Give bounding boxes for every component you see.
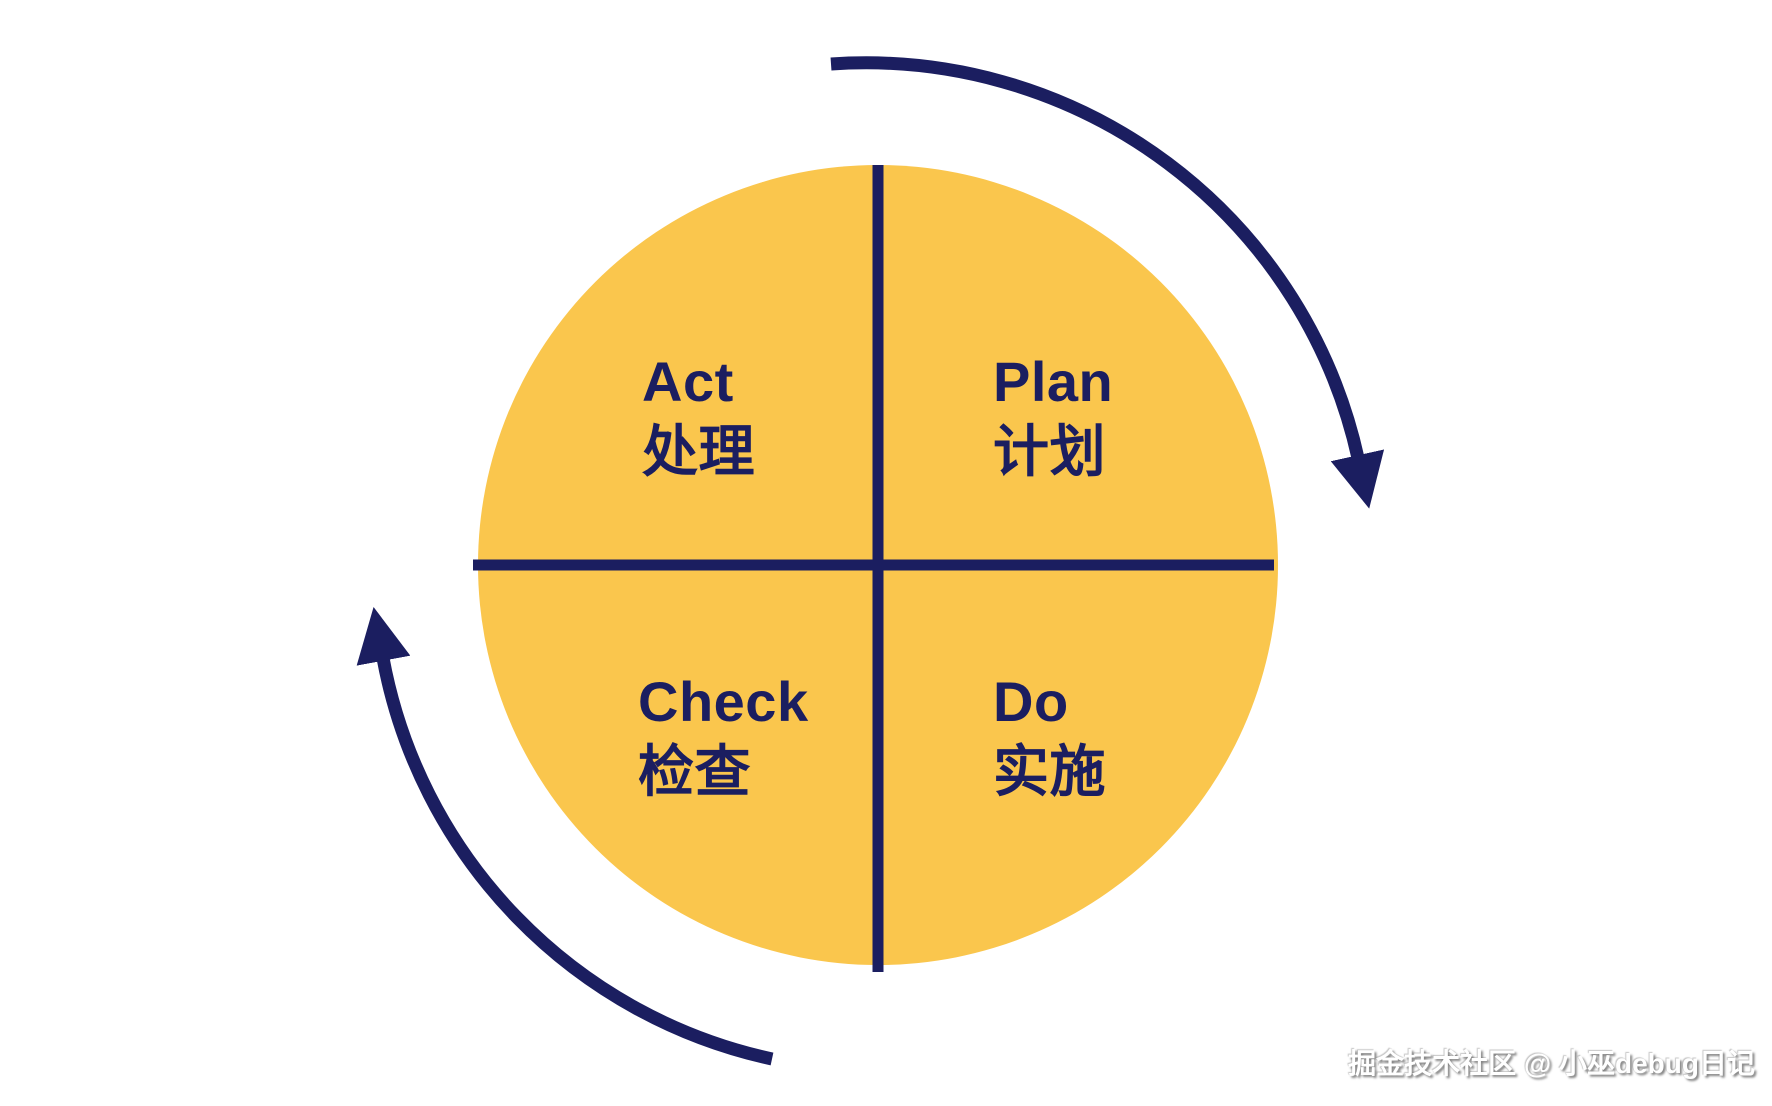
- quadrant-label-plan: Plan 计划: [993, 347, 1113, 487]
- quadrant-label-do-en: Do: [993, 670, 1069, 733]
- quadrant-label-plan-zh: 计划: [993, 420, 1106, 483]
- quadrant-label-check: Check 检查: [638, 667, 809, 807]
- watermark-text: 掘金技术社区 @ 小巫debug日记: [1348, 1048, 1755, 1079]
- quadrant-label-check-en: Check: [638, 670, 809, 733]
- cycle-arrow-bottom-icon: [356, 606, 774, 1066]
- quadrant-label-do-zh: 实施: [993, 740, 1106, 803]
- quadrant-label-act: Act 处理: [642, 347, 755, 487]
- quadrant-label-do: Do 实施: [993, 667, 1106, 807]
- quadrant-label-plan-en: Plan: [993, 350, 1114, 413]
- quadrant-label-check-zh: 检查: [638, 740, 751, 803]
- quadrant-label-act-zh: 处理: [642, 420, 755, 483]
- cycle-arrow-top-icon: [830, 56, 1385, 509]
- quadrant-label-act-en: Act: [642, 350, 734, 413]
